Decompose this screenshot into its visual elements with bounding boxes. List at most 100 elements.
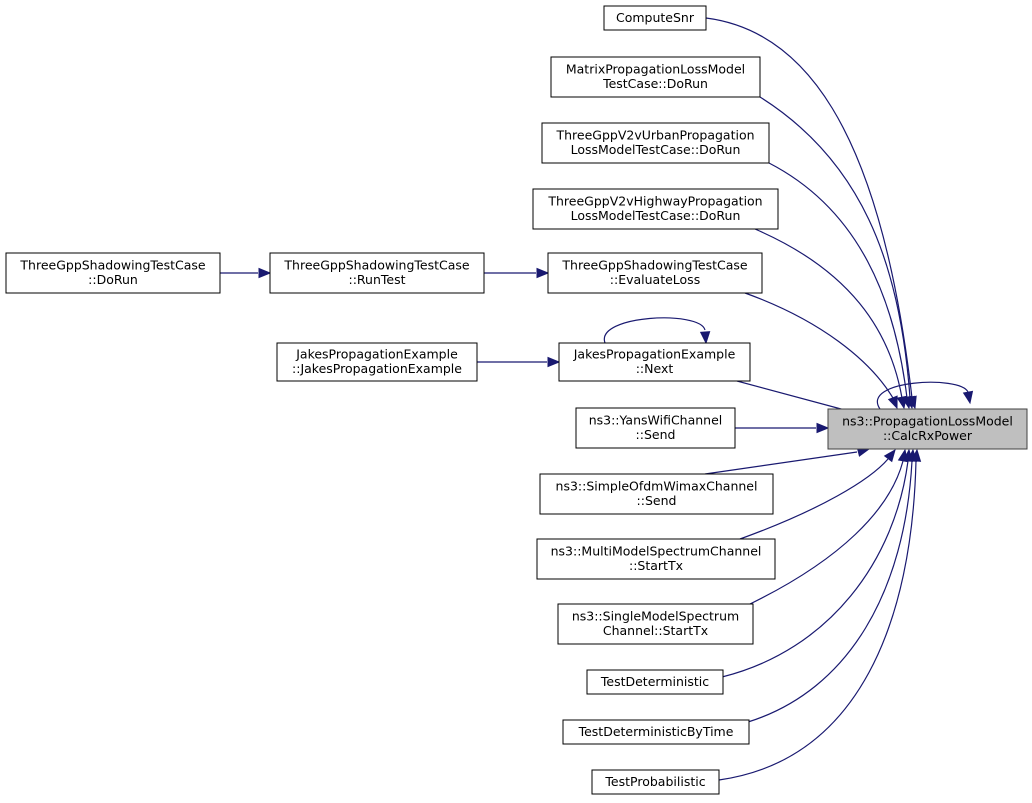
node-shadowing-dorun[interactable]: ThreeGppShadowingTestCase::DoRun: [5, 252, 221, 294]
node-label-line: ns3::SingleModelSpectrum: [572, 609, 739, 624]
node-label-line: ThreeGppShadowingTestCase: [19, 258, 206, 273]
node-calc-rx-power[interactable]: ns3::PropagationLossModel::CalcRxPower: [827, 408, 1028, 450]
node-jakes-next[interactable]: JakesPropagationExample::Next: [558, 342, 751, 382]
arrow-head-icon: [699, 331, 711, 345]
node-box[interactable]: [575, 407, 736, 449]
edge-shadowing-runtest-to-shadowing-evaluateloss: [484, 267, 550, 279]
arrow-head-icon: [896, 395, 907, 410]
node-jakes-ctor[interactable]: JakesPropagationExample::JakesPropagatio…: [276, 342, 478, 382]
node-label-line: ::Send: [636, 427, 676, 442]
node-label-line: ns3::YansWifiChannel: [589, 413, 723, 428]
edge-line: [754, 228, 903, 399]
node-label-line: MatrixPropagationLossModel: [566, 62, 745, 77]
node-v2v-urban-dorun[interactable]: ThreeGppV2vUrbanPropagationLossModelTest…: [541, 122, 770, 164]
edge-jakes-next-to-jakes-next: [604, 317, 711, 345]
edge-line: [704, 451, 858, 475]
arrow-head-icon: [887, 395, 898, 410]
node-box[interactable]: [547, 252, 763, 294]
node-box[interactable]: [562, 719, 750, 745]
node-yans-send[interactable]: ns3::YansWifiChannel::Send: [575, 407, 736, 449]
node-label-line: ::JakesPropagationExample: [292, 361, 462, 376]
node-box[interactable]: [269, 252, 485, 294]
node-label-line: ns3::MultiModelSpectrumChannel: [551, 544, 762, 559]
edge-line: [747, 460, 913, 723]
node-label-line: ThreeGppV2vUrbanPropagation: [555, 128, 754, 143]
node-label-line: LossModelTestCase::DoRun: [571, 208, 741, 223]
node-ofdm-send[interactable]: ns3::SimpleOfdmWimaxChannel::Send: [539, 473, 774, 515]
node-label-line: ::RunTest: [348, 272, 405, 287]
node-box[interactable]: [5, 252, 221, 294]
node-label-line: TestProbabilistic: [604, 774, 705, 789]
node-label-line: LossModelTestCase::DoRun: [571, 142, 741, 157]
edge-line: [739, 458, 889, 540]
node-multimodel-starttx[interactable]: ns3::MultiModelSpectrumChannel::StartTx: [536, 538, 776, 580]
node-label-line: JakesPropagationExample: [295, 347, 458, 362]
node-box[interactable]: [558, 342, 751, 382]
node-box[interactable]: [557, 603, 754, 645]
edge-line: [718, 460, 917, 781]
edge-jakes-ctor-to-jakes-next: [477, 356, 561, 368]
node-label-line: ::CalcRxPower: [883, 428, 973, 443]
edge-line: [604, 317, 706, 344]
arrow-head-icon: [883, 448, 896, 463]
node-label-line: Channel::StartTx: [603, 623, 708, 638]
node-shadowing-runtest[interactable]: ThreeGppShadowingTestCase::RunTest: [269, 252, 485, 294]
edge-v2v-urban-dorun-to-calc-rx-power: [768, 162, 912, 410]
edge-shadowing-evaluateloss-to-calc-rx-power: [744, 292, 898, 410]
nodes-layer: ComputeSnrMatrixPropagationLossModelTest…: [5, 5, 1028, 795]
edge-line: [721, 460, 909, 678]
node-box[interactable]: [539, 473, 774, 515]
node-label-line: ::DoRun: [88, 272, 138, 287]
node-box[interactable]: [536, 538, 776, 580]
node-box[interactable]: [541, 122, 770, 164]
node-label-line: ::Send: [637, 493, 677, 508]
edge-v2v-highway-dorun-to-calc-rx-power: [754, 228, 907, 410]
node-label-line: ThreeGppV2vHighwayPropagation: [547, 194, 762, 209]
edge-shadowing-dorun-to-shadowing-runtest: [220, 267, 272, 279]
node-compute-snr[interactable]: ComputeSnr: [603, 5, 707, 31]
edge-multimodel-starttx-to-calc-rx-power: [739, 448, 896, 540]
node-label-line: ns3::PropagationLossModel: [842, 414, 1013, 429]
node-label-line: JakesPropagationExample: [573, 347, 736, 362]
node-v2v-highway-dorun[interactable]: ThreeGppV2vHighwayPropagationLossModelTe…: [532, 188, 779, 230]
node-box[interactable]: [532, 188, 779, 230]
edge-ofdm-send-to-calc-rx-power: [704, 446, 871, 475]
edge-line: [744, 292, 894, 399]
node-shadowing-evaluateloss[interactable]: ThreeGppShadowingTestCase::EvaluateLoss: [547, 252, 763, 294]
arrow-head-icon: [962, 390, 974, 405]
node-test-probabilistic[interactable]: TestProbabilistic: [591, 769, 720, 795]
node-matrix-dorun[interactable]: MatrixPropagationLossModelTestCase::DoRu…: [550, 56, 761, 98]
edge-line: [736, 380, 857, 414]
edge-line: [749, 460, 904, 605]
node-label-line: ComputeSnr: [616, 10, 695, 25]
edge-matrix-dorun-to-calc-rx-power: [759, 96, 915, 410]
arrow-head-icon: [536, 267, 550, 279]
node-box[interactable]: [276, 342, 478, 382]
edge-calc-rx-power-to-calc-rx-power: [876, 381, 974, 410]
node-label-line: ::Next: [636, 361, 674, 376]
node-label-line: ns3::SimpleOfdmWimaxChannel: [556, 479, 758, 494]
arrow-head-icon: [910, 448, 922, 462]
node-test-deterministic-bytime[interactable]: TestDeterministicByTime: [562, 719, 750, 745]
node-box[interactable]: [603, 5, 707, 31]
edge-singlemodel-starttx-to-calc-rx-power: [749, 448, 909, 605]
arrow-head-icon: [547, 356, 561, 368]
node-label-line: ::EvaluateLoss: [610, 272, 700, 287]
edge-line: [876, 381, 969, 410]
node-box[interactable]: [586, 669, 724, 695]
node-label-line: ThreeGppShadowingTestCase: [283, 258, 470, 273]
node-box[interactable]: [827, 408, 1028, 450]
node-box[interactable]: [550, 56, 761, 98]
node-box[interactable]: [591, 769, 720, 795]
arrow-head-icon: [258, 267, 272, 279]
node-label-line: ThreeGppShadowingTestCase: [561, 258, 748, 273]
edges-layer: [220, 17, 974, 781]
arrow-head-icon: [816, 422, 830, 434]
edge-line: [759, 96, 911, 399]
node-test-deterministic[interactable]: TestDeterministic: [586, 669, 724, 695]
edge-line: [705, 17, 913, 399]
node-label-line: TestDeterministicByTime: [578, 724, 734, 739]
edge-line: [768, 162, 908, 399]
